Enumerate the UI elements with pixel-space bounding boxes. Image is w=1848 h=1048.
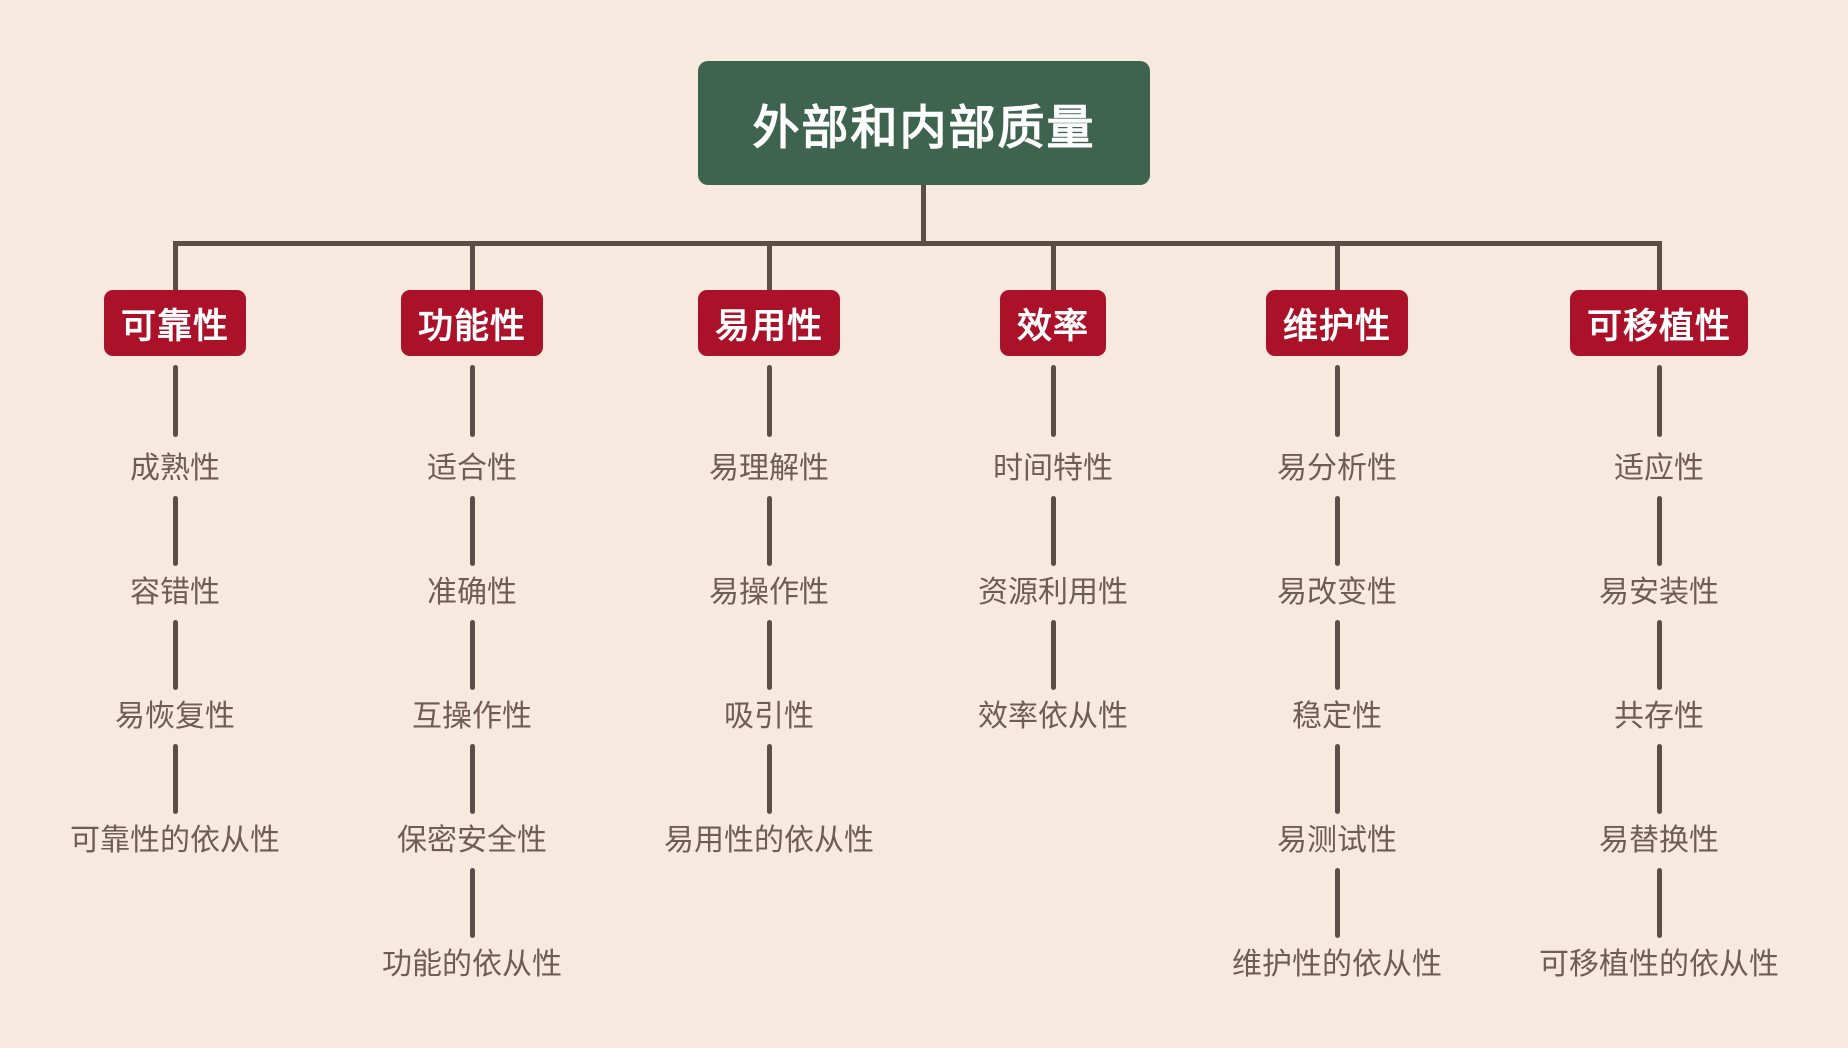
tree-item[interactable]: 容错性 bbox=[130, 576, 220, 609]
connector-line bbox=[1334, 496, 1340, 566]
tree-item[interactable]: 易安装性 bbox=[1599, 576, 1719, 609]
connector-line bbox=[1656, 365, 1662, 437]
branch-column-efficiency: 效率 时间特性 资源利用性 效率依从性 bbox=[978, 241, 1128, 739]
branch-node-usability[interactable]: 易用性 bbox=[697, 290, 840, 356]
root-connector-line bbox=[921, 185, 926, 243]
branch-label: 效率 bbox=[1016, 306, 1089, 346]
branch-node-efficiency[interactable]: 效率 bbox=[999, 290, 1106, 356]
tree-item[interactable]: 易用性的依从性 bbox=[664, 824, 874, 857]
tree-item[interactable]: 可移植性的依从性 bbox=[1539, 948, 1779, 981]
branch-label: 易用性 bbox=[714, 306, 823, 346]
tree-item[interactable]: 功能的依从性 bbox=[382, 948, 562, 981]
tree-item[interactable]: 易测试性 bbox=[1277, 824, 1397, 857]
branch-label: 可靠性 bbox=[120, 306, 229, 346]
connector-line bbox=[1656, 496, 1662, 566]
connector-line bbox=[766, 744, 772, 814]
connector-line bbox=[469, 620, 475, 690]
connector-line bbox=[1334, 365, 1340, 437]
connector-line bbox=[172, 241, 178, 290]
tree-item[interactable]: 准确性 bbox=[427, 576, 517, 609]
tree-item[interactable]: 共存性 bbox=[1614, 700, 1704, 733]
branch-node-reliability[interactable]: 可靠性 bbox=[103, 290, 246, 356]
connector-line bbox=[172, 496, 178, 566]
tree-item[interactable]: 易恢复性 bbox=[115, 700, 235, 733]
root-node-label: 外部和内部质量 bbox=[752, 100, 1096, 154]
branch-node-maintainability[interactable]: 维护性 bbox=[1265, 290, 1408, 356]
connector-line bbox=[172, 744, 178, 814]
branch-label: 可移植性 bbox=[1586, 306, 1731, 346]
connector-line bbox=[469, 868, 475, 938]
tree-item[interactable]: 维护性的依从性 bbox=[1232, 948, 1442, 981]
tree-item[interactable]: 易理解性 bbox=[709, 452, 829, 485]
connector-line bbox=[469, 365, 475, 437]
tree-item[interactable]: 吸引性 bbox=[724, 700, 814, 733]
tree-item[interactable]: 可靠性的依从性 bbox=[70, 824, 280, 857]
connector-line bbox=[1334, 620, 1340, 690]
tree-item[interactable]: 资源利用性 bbox=[978, 576, 1128, 609]
branch-column-portability: 可移植性 适应性 易安装性 共存性 易替换性 可移植性的依从性 bbox=[1539, 241, 1779, 987]
connector-line bbox=[1050, 620, 1056, 690]
connector-line bbox=[469, 496, 475, 566]
tree-item[interactable]: 效率依从性 bbox=[978, 700, 1128, 733]
connector-line bbox=[1656, 241, 1662, 290]
branch-column-reliability: 可靠性 成熟性 容错性 易恢复性 可靠性的依从性 bbox=[70, 241, 280, 863]
tree-item[interactable]: 适应性 bbox=[1614, 452, 1704, 485]
connector-line bbox=[469, 241, 475, 290]
tree-item[interactable]: 成熟性 bbox=[130, 452, 220, 485]
tree-item[interactable]: 稳定性 bbox=[1292, 700, 1382, 733]
root-node-quality[interactable]: 外部和内部质量 bbox=[698, 61, 1150, 185]
tree-item[interactable]: 互操作性 bbox=[412, 700, 532, 733]
branch-rail-line bbox=[175, 241, 1659, 246]
connector-line bbox=[1334, 868, 1340, 938]
connector-line bbox=[1656, 868, 1662, 938]
branch-label: 维护性 bbox=[1282, 306, 1391, 346]
connector-line bbox=[766, 241, 772, 290]
connector-line bbox=[172, 365, 178, 437]
connector-line bbox=[172, 620, 178, 690]
connector-line bbox=[1050, 496, 1056, 566]
connector-line bbox=[766, 620, 772, 690]
connector-line bbox=[766, 365, 772, 437]
tree-item[interactable]: 时间特性 bbox=[993, 452, 1113, 485]
branch-column-maintainability: 维护性 易分析性 易改变性 稳定性 易测试性 维护性的依从性 bbox=[1232, 241, 1442, 987]
connector-line bbox=[1334, 744, 1340, 814]
branch-node-functionality[interactable]: 功能性 bbox=[400, 290, 543, 356]
branch-label: 功能性 bbox=[417, 306, 526, 346]
connector-line bbox=[469, 744, 475, 814]
tree-item[interactable]: 易分析性 bbox=[1277, 452, 1397, 485]
tree-item[interactable]: 保密安全性 bbox=[397, 824, 547, 857]
branch-column-functionality: 功能性 适合性 准确性 互操作性 保密安全性 功能的依从性 bbox=[382, 241, 562, 987]
connector-line bbox=[1334, 241, 1340, 290]
branch-column-usability: 易用性 易理解性 易操作性 吸引性 易用性的依从性 bbox=[664, 241, 874, 863]
tree-item[interactable]: 易操作性 bbox=[709, 576, 829, 609]
branch-node-portability[interactable]: 可移植性 bbox=[1569, 290, 1748, 356]
connector-line bbox=[1656, 744, 1662, 814]
connector-line bbox=[766, 496, 772, 566]
connector-line bbox=[1050, 365, 1056, 437]
connector-line bbox=[1050, 241, 1056, 290]
tree-item[interactable]: 易替换性 bbox=[1599, 824, 1719, 857]
tree-item[interactable]: 适合性 bbox=[427, 452, 517, 485]
tree-item[interactable]: 易改变性 bbox=[1277, 576, 1397, 609]
connector-line bbox=[1656, 620, 1662, 690]
